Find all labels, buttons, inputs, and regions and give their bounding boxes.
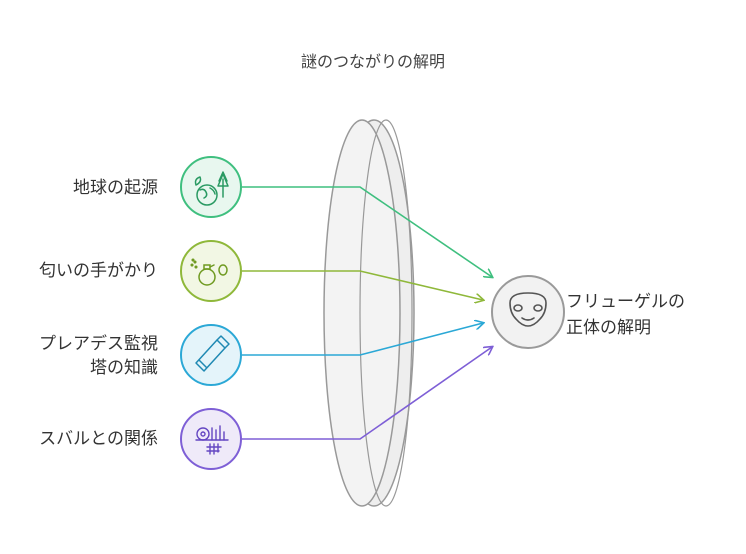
earth-plant-icon (194, 171, 229, 206)
source-node-earth-origin (180, 156, 242, 218)
source-node-pleiades (180, 324, 242, 386)
source-label-pleiades: プレアデス監視 塔の知識 (39, 332, 158, 380)
connector-scent-clue (242, 270, 483, 300)
source-label-pleiades-line2: 塔の知識 (90, 358, 158, 378)
connector-subaru (242, 347, 492, 440)
target-label-line1: フリューゲルの (566, 292, 685, 312)
lens-shape (323, 119, 415, 507)
source-label-earth-origin: 地球の起源 (73, 178, 158, 198)
source-label-pleiades-line1: プレアデス監視 (39, 334, 158, 354)
telescope-icon (195, 335, 230, 372)
target-label-line2: 正体の解明 (566, 318, 651, 338)
source-node-scent-clue (180, 240, 242, 302)
connector-earth-origin (242, 186, 492, 277)
source-label-scent-clue: 匂いの手がかり (39, 261, 158, 281)
target-label: フリューゲルの 正体の解明 (566, 289, 685, 341)
perfume-icon (190, 258, 228, 286)
source-label-subaru: スバルとの関係 (39, 429, 158, 449)
target-node (491, 275, 565, 349)
death-star-icon (195, 425, 229, 455)
alien-face-icon (509, 292, 547, 327)
source-node-subaru (180, 408, 242, 470)
diagram-title: 謎のつながりの解明 (300, 52, 445, 71)
connector-pleiades (242, 323, 483, 356)
